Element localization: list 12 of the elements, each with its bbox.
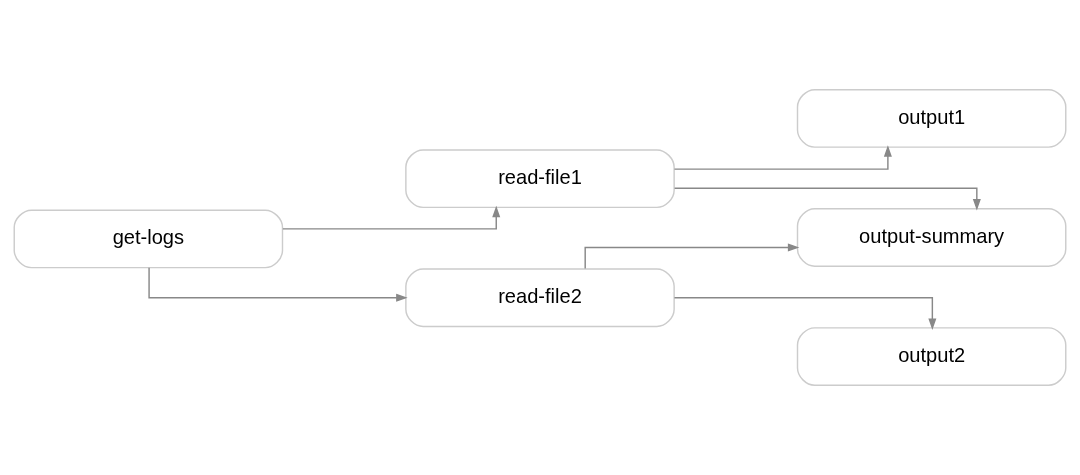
arrow [673,187,981,211]
node-box: read-file1 [405,149,675,209]
node-box: output-summary [796,208,1067,267]
node-box: get-logs [13,209,284,269]
arrow [673,145,892,170]
arrow [673,297,937,330]
node-box: read-file2 [405,268,675,328]
node-box: output2 [796,327,1067,386]
node-box: output1 [796,89,1067,148]
arrow [282,205,501,230]
arrow [148,266,408,302]
arrow [584,243,800,270]
